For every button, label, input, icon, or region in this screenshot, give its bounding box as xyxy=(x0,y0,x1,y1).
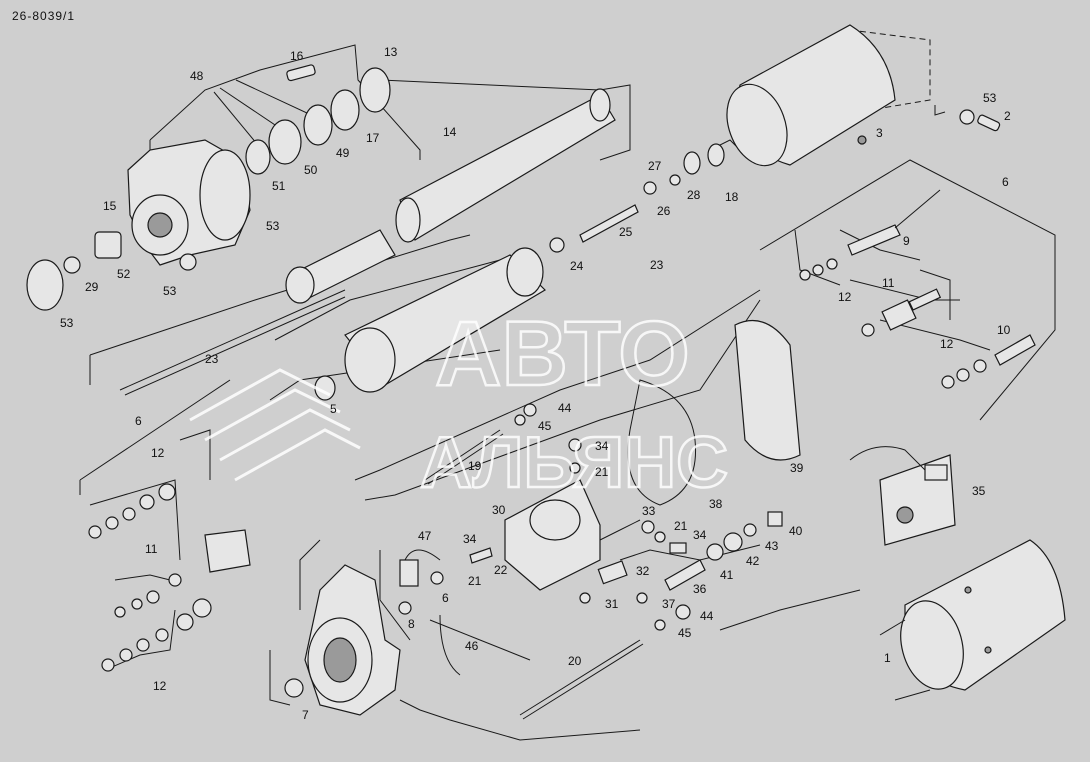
callout-c17: 17 xyxy=(366,131,380,145)
callout-c6c: 6 xyxy=(442,591,449,605)
callout-c2: 2 xyxy=(1004,109,1011,123)
callout-c26: 26 xyxy=(657,204,671,218)
misc-left-center xyxy=(398,547,493,676)
callout-c48: 48 xyxy=(190,69,204,83)
callout-c37: 37 xyxy=(662,597,676,611)
callout-c6a: 6 xyxy=(1002,175,1009,189)
terminal-block xyxy=(849,446,956,546)
callout-c53c: 53 xyxy=(60,316,74,330)
callout-c20: 20 xyxy=(568,654,582,668)
callout-c53a: 53 xyxy=(266,219,280,233)
callout-c10: 10 xyxy=(997,323,1011,337)
callout-c44a: 44 xyxy=(558,401,572,415)
callout-c23a: 23 xyxy=(650,258,664,272)
callout-c36: 36 xyxy=(693,582,707,596)
callout-c53d: 53 xyxy=(983,91,997,105)
callout-c12c: 12 xyxy=(151,446,165,460)
bearing-stack xyxy=(245,64,391,175)
callout-c39: 39 xyxy=(790,461,804,475)
callout-c50: 50 xyxy=(304,163,318,177)
callout-c41: 41 xyxy=(720,568,734,582)
brush-springs xyxy=(627,319,801,506)
callout-c19: 19 xyxy=(468,459,482,473)
callout-c8: 8 xyxy=(408,617,415,631)
callout-c31: 31 xyxy=(605,597,619,611)
callout-c34b: 34 xyxy=(693,528,707,542)
callout-c42: 42 xyxy=(746,554,760,568)
callout-c12d: 12 xyxy=(153,679,167,693)
callout-c12b: 12 xyxy=(940,337,954,351)
callout-c34c: 34 xyxy=(463,532,477,546)
watermark: АВТО АЛЬЯНС xyxy=(189,302,729,504)
callout-c1: 1 xyxy=(884,651,891,665)
callout-c5: 5 xyxy=(330,402,337,416)
callout-c38: 38 xyxy=(709,497,723,511)
callout-c44b: 44 xyxy=(700,609,714,623)
callout-c22: 22 xyxy=(494,563,508,577)
yoke-sleeve xyxy=(726,24,1001,167)
commutator-end-housing xyxy=(284,564,401,716)
solenoid xyxy=(504,438,628,604)
watermark-line1: АВТО xyxy=(435,303,690,405)
parts xyxy=(26,24,1066,720)
callout-c25: 25 xyxy=(619,225,633,239)
terminal-hardware-right xyxy=(799,189,1036,389)
doc-number: 26-8039/1 xyxy=(12,9,75,23)
callout-c52: 52 xyxy=(117,267,131,281)
fasteners-left xyxy=(88,483,251,672)
callout-c34a: 34 xyxy=(595,439,609,453)
callout-c11b: 11 xyxy=(145,542,158,556)
callout-c9: 9 xyxy=(903,234,910,248)
callout-c21c: 21 xyxy=(468,574,482,588)
callout-c7: 7 xyxy=(302,708,309,722)
drive-shaft-assembly xyxy=(285,88,616,304)
callout-c23b: 23 xyxy=(205,352,219,366)
callout-c3: 3 xyxy=(876,126,883,140)
callout-c18: 18 xyxy=(725,190,739,204)
armature xyxy=(119,247,546,401)
callout-c43: 43 xyxy=(765,539,779,553)
callout-c46: 46 xyxy=(465,639,479,653)
callout-c21b: 21 xyxy=(674,519,688,533)
callout-c51: 51 xyxy=(272,179,286,193)
callout-c30: 30 xyxy=(492,503,506,517)
callout-c32: 32 xyxy=(636,564,650,578)
callout-c24: 24 xyxy=(570,259,584,273)
callout-c11a: 11 xyxy=(882,276,895,290)
callout-c29: 29 xyxy=(85,280,99,294)
callout-c15: 15 xyxy=(103,199,117,213)
callout-c27: 27 xyxy=(648,159,662,173)
callout-c21a: 21 xyxy=(595,465,609,479)
watermark-line2: АЛЬЯНС xyxy=(420,423,728,503)
callout-c35: 35 xyxy=(972,484,986,498)
callout-c49: 49 xyxy=(336,146,350,160)
callout-c13: 13 xyxy=(384,45,398,59)
callout-c12a: 12 xyxy=(838,290,852,304)
small-parts-right xyxy=(549,143,725,253)
callout-c47: 47 xyxy=(418,529,432,543)
callout-c14: 14 xyxy=(443,125,457,139)
callout-c6b: 6 xyxy=(135,414,142,428)
field-yoke xyxy=(879,539,1066,701)
leader-lines xyxy=(79,29,1056,741)
watermark-logo xyxy=(189,368,361,482)
callout-c45a: 45 xyxy=(538,419,552,433)
callout-c28: 28 xyxy=(687,188,701,202)
callout-c40: 40 xyxy=(789,524,803,538)
through-bolts xyxy=(424,403,644,720)
callout-c45b: 45 xyxy=(678,626,692,640)
hardware-right-center xyxy=(636,511,783,631)
callout-c33: 33 xyxy=(642,504,656,518)
callout-c16: 16 xyxy=(290,49,304,63)
drive-end-housing xyxy=(26,139,251,311)
callout-c53b: 53 xyxy=(163,284,177,298)
